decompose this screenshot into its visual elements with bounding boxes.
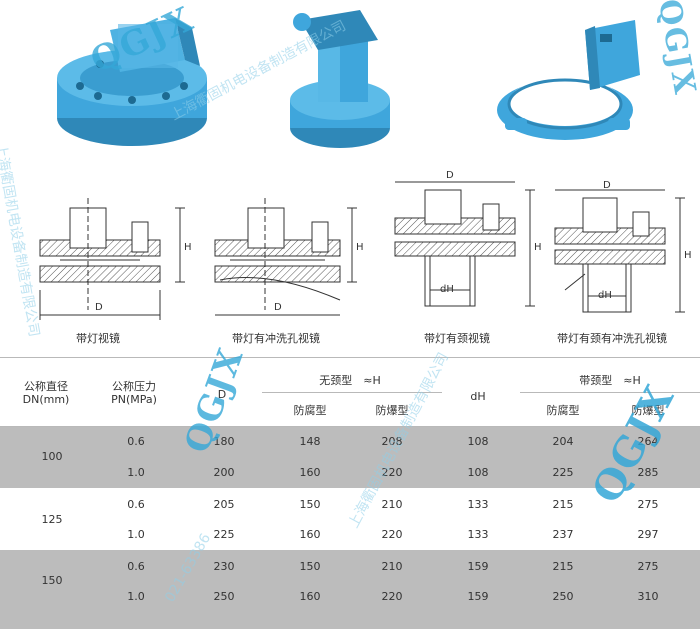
spec-table: 公称直径 DN(mm) 公称压力 PN(MPa) D 无颈型 ≈H 防腐型 防爆… <box>0 368 700 629</box>
cell-with-neck-explosion: 264 <box>637 435 659 448</box>
cell-d: 250 <box>213 590 235 603</box>
dim-label-d-3: D <box>446 170 454 181</box>
dim-label-d-1: D <box>95 302 103 313</box>
cell-no-neck-corrosion: 160 <box>299 590 321 603</box>
cell-pn: 1.0 <box>127 466 145 479</box>
cell-no-neck-explosion: 220 <box>381 466 403 479</box>
cell-pn: 1.0 <box>127 590 145 603</box>
diagram-sight-glass-lamp <box>39 198 185 320</box>
dim-label-h-3: H <box>534 242 542 253</box>
diagram-sight-glass-neck-washing <box>554 189 685 313</box>
product-photo-sight-glass-lamp <box>57 18 207 146</box>
technical-diagrams <box>39 181 685 320</box>
cell-with-neck-corrosion: 225 <box>552 466 574 479</box>
header-with-neck: 带颈型 ≈H <box>579 374 641 387</box>
caption-lamp-neck-washing-sight-glass: 带灯有颈有冲洗孔视镜 <box>557 332 667 345</box>
cell-with-neck-explosion: 285 <box>637 466 659 479</box>
diagram-sight-glass-washing <box>214 198 357 316</box>
cell-with-neck-explosion: 310 <box>637 590 659 603</box>
dim-label-d-2: D <box>274 302 282 313</box>
header-dn: 公称直径 DN(mm) <box>22 380 70 406</box>
header-pn: 公称压力 PN(MPa) <box>111 380 157 406</box>
table-top-rule <box>0 357 700 358</box>
table-band-dn125 <box>0 488 700 550</box>
cell-with-neck-explosion: 275 <box>637 560 659 573</box>
cell-no-neck-corrosion: 148 <box>299 435 321 448</box>
cell-no-neck-corrosion: 150 <box>299 560 321 573</box>
cell-with-neck-explosion: 297 <box>637 528 659 541</box>
cell-with-neck-corrosion: 204 <box>552 435 574 448</box>
cell-with-neck-corrosion: 250 <box>552 590 574 603</box>
cell-no-neck-explosion: 220 <box>381 528 403 541</box>
table-divider-1 <box>0 426 700 427</box>
header-with-neck-corrosion: 防腐型 <box>546 404 580 417</box>
cell-no-neck-corrosion: 160 <box>299 528 321 541</box>
cell-dh: 133 <box>467 528 489 541</box>
header-no-neck-rule <box>262 392 442 393</box>
diagram-sight-glass-neck <box>394 181 535 307</box>
caption-lamp-washing-sight-glass: 带灯有冲洗孔视镜 <box>232 332 320 345</box>
cell-d: 205 <box>213 498 235 511</box>
caption-lamp-neck-sight-glass: 带灯有颈视镜 <box>424 332 490 345</box>
cell-with-neck-corrosion: 215 <box>552 560 574 573</box>
dim-label-h-2: H <box>356 242 364 253</box>
cell-with-neck-corrosion: 215 <box>552 498 574 511</box>
header-with-neck-rule <box>520 392 700 393</box>
cell-dh: 108 <box>467 435 489 448</box>
cell-pn: 0.6 <box>127 560 145 573</box>
cell-no-neck-corrosion: 160 <box>299 466 321 479</box>
dim-label-h-1: H <box>184 242 192 253</box>
cell-dh: 108 <box>467 466 489 479</box>
header-no-neck-explosion: 防爆型 <box>375 404 409 417</box>
header-no-neck: 无颈型 ≈H <box>319 374 381 387</box>
cell-dn: 125 <box>41 513 63 526</box>
table-band-dn100 <box>0 426 700 488</box>
cell-no-neck-explosion: 220 <box>381 590 403 603</box>
cell-dn: 100 <box>41 450 63 463</box>
header-d: D <box>217 388 227 401</box>
dim-label-d-4: D <box>603 180 611 191</box>
cell-no-neck-explosion: 210 <box>381 498 403 511</box>
cell-pn: 0.6 <box>127 498 145 511</box>
cell-no-neck-explosion: 210 <box>381 560 403 573</box>
dim-label-dh-3: dH <box>440 284 454 295</box>
cell-d: 180 <box>213 435 235 448</box>
header-dh: dH <box>470 390 486 403</box>
cell-d: 230 <box>213 560 235 573</box>
cell-dn: 150 <box>41 574 63 587</box>
cell-pn: 0.6 <box>127 435 145 448</box>
header-with-neck-explosion: 防爆型 <box>631 404 665 417</box>
product-photos <box>57 10 640 148</box>
cell-d: 225 <box>213 528 235 541</box>
dim-label-dh-4: dH <box>598 290 612 301</box>
cell-dh: 159 <box>467 560 489 573</box>
dim-label-h-4: H <box>684 250 692 261</box>
cell-no-neck-corrosion: 150 <box>299 498 321 511</box>
product-photo-sight-glass-neck <box>497 20 640 140</box>
cell-no-neck-explosion: 208 <box>381 435 403 448</box>
cell-pn: 1.0 <box>127 528 145 541</box>
product-photo-sight-glass-washing <box>290 10 390 148</box>
cell-dh: 159 <box>467 590 489 603</box>
table-band-dn150 <box>0 550 700 629</box>
cell-with-neck-corrosion: 237 <box>552 528 574 541</box>
caption-lamp-sight-glass: 带灯视镜 <box>76 332 120 345</box>
header-no-neck-corrosion: 防腐型 <box>293 404 327 417</box>
cell-with-neck-explosion: 275 <box>637 498 659 511</box>
cell-d: 200 <box>213 466 235 479</box>
cell-dh: 133 <box>467 498 489 511</box>
